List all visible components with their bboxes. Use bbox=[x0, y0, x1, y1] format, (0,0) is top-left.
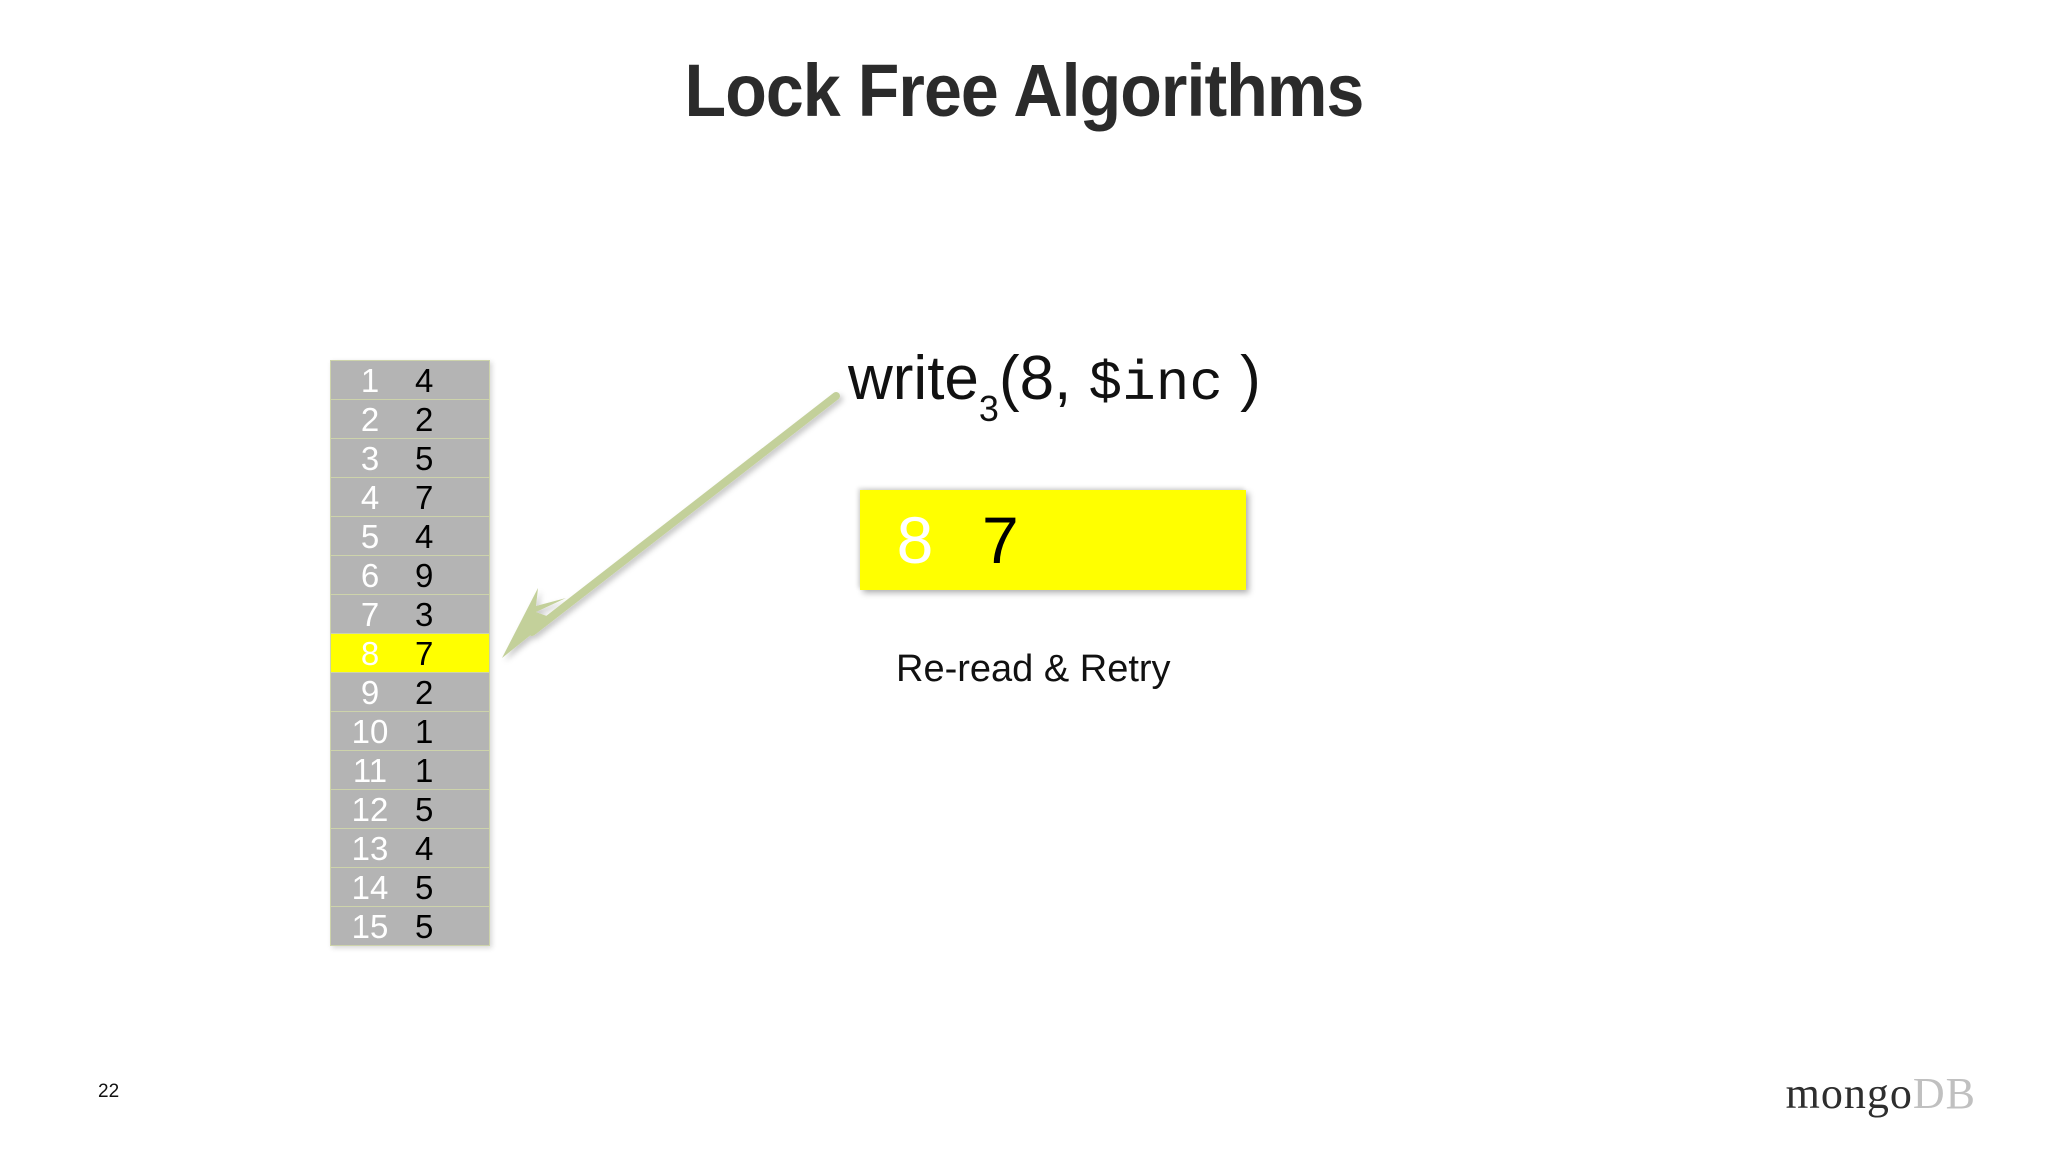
page-title: Lock Free Algorithms bbox=[684, 49, 1365, 132]
operation-address: 8 bbox=[1019, 344, 1055, 413]
memory-cell-index: 3 bbox=[360, 439, 380, 477]
memory-cell-value: 5 bbox=[415, 907, 434, 945]
operation-separator: , bbox=[1054, 344, 1089, 413]
memory-cell-value: 2 bbox=[415, 673, 434, 711]
retry-caption: Re-read & Retry bbox=[896, 648, 1171, 690]
brand-name-primary: mongo bbox=[1785, 1069, 1913, 1118]
memory-cell-value: 4 bbox=[415, 361, 434, 399]
operation-modifier: $inc bbox=[1088, 352, 1223, 416]
mongodb-logo: mongoDB bbox=[1786, 1068, 1976, 1119]
callout-cell-value: 7 bbox=[982, 503, 1019, 577]
write-operation-expression: write3(8, $inc ) bbox=[848, 348, 1261, 427]
memory-row: 10 1 bbox=[330, 712, 490, 751]
page-number: 22 bbox=[98, 1081, 120, 1102]
memory-cell-value: 7 bbox=[415, 478, 434, 516]
memory-cell-index: 4 bbox=[360, 478, 380, 516]
memory-cell-index: 1 bbox=[360, 361, 380, 399]
memory-cell-index: 15 bbox=[351, 907, 389, 945]
memory-cell-value: 4 bbox=[415, 517, 434, 555]
memory-cell-value: 2 bbox=[415, 400, 434, 438]
memory-cell-index: 8 bbox=[360, 634, 380, 672]
operation-open-paren: ( bbox=[998, 344, 1020, 413]
memory-row: 14 5 bbox=[330, 868, 490, 907]
memory-cell-index: 6 bbox=[360, 556, 380, 594]
operation-name: write bbox=[848, 344, 979, 413]
memory-cell-value: 1 bbox=[415, 712, 434, 750]
memory-cell-value: 5 bbox=[415, 868, 434, 906]
brand-name-secondary: DB bbox=[1912, 1069, 1976, 1118]
memory-cell-index: 2 bbox=[360, 400, 380, 438]
memory-cell-value: 5 bbox=[415, 439, 434, 477]
memory-cell-value: 7 bbox=[415, 634, 434, 672]
memory-cell-index: 5 bbox=[360, 517, 380, 555]
memory-cell-index: 7 bbox=[360, 595, 380, 633]
memory-cell-value: 5 bbox=[415, 790, 434, 828]
memory-cell-index: 13 bbox=[351, 829, 389, 867]
memory-cell-index: 9 bbox=[360, 673, 380, 711]
memory-cell-value: 3 bbox=[415, 595, 434, 633]
memory-cell-index: 14 bbox=[351, 868, 389, 906]
memory-row: 13 4 bbox=[330, 829, 490, 868]
memory-row: 12 5 bbox=[330, 790, 490, 829]
memory-cell-index: 10 bbox=[351, 712, 389, 750]
memory-cell-index: 12 bbox=[351, 790, 389, 828]
operation-close-paren: ) bbox=[1222, 344, 1261, 413]
memory-row: 15 5 bbox=[330, 907, 490, 946]
highlighted-cell-callout: 8 7 bbox=[860, 490, 1246, 590]
memory-cell-index: 11 bbox=[352, 751, 388, 789]
memory-cell-value: 1 bbox=[415, 751, 434, 789]
memory-cell-value: 9 bbox=[415, 556, 434, 594]
callout-cell-index: 8 bbox=[896, 503, 934, 577]
memory-cell-value: 4 bbox=[415, 829, 434, 867]
operation-subscript: 3 bbox=[978, 388, 999, 430]
callout-arrow-icon bbox=[502, 392, 840, 658]
